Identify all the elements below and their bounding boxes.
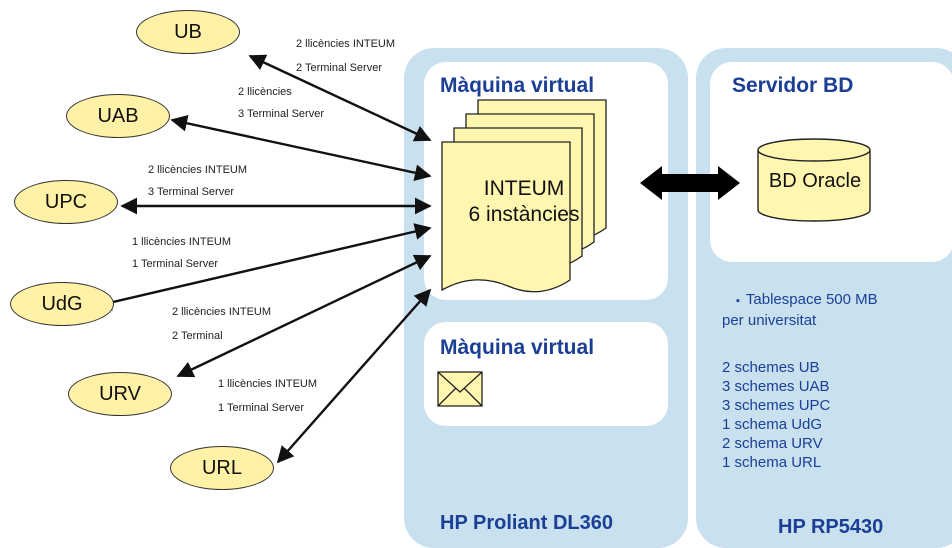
urv-licenses: 2 llicències INTEUM bbox=[172, 306, 272, 318]
db-link-arrow bbox=[640, 166, 740, 200]
urv-terminal: 2 Terminal bbox=[172, 330, 223, 342]
node-udg: UdG bbox=[10, 282, 114, 326]
scheme-item: 2 schema URV bbox=[722, 435, 823, 452]
inteum-title: INTEUM bbox=[483, 177, 565, 200]
udg-terminal: 1 Terminal Server bbox=[132, 258, 218, 270]
upc-terminal: 3 Terminal Server bbox=[148, 186, 234, 198]
node-uab: UAB bbox=[66, 94, 170, 138]
ub-terminal: 2 Terminal Server bbox=[296, 62, 382, 74]
node-upc: UPC bbox=[14, 180, 118, 224]
bullet: ▪ bbox=[736, 295, 740, 307]
per-university-text: per universitat bbox=[722, 312, 817, 329]
node-url: URL bbox=[170, 446, 274, 490]
db-host-footer: HP RP5430 bbox=[778, 516, 884, 538]
upc-licenses: 2 llicències INTEUM bbox=[148, 164, 248, 176]
vm-host-footer: HP Proliant DL360 bbox=[440, 512, 614, 534]
document-stack-icon bbox=[441, 99, 607, 293]
node-ub: UB bbox=[136, 10, 240, 54]
db-notes: ▪ Tablespace 500 MB per universitat bbox=[722, 290, 878, 330]
ub-licenses: 2 llicències INTEUM bbox=[296, 38, 396, 50]
scheme-item: 2 schemes UB bbox=[722, 359, 820, 376]
uab-terminal: 3 Terminal Server bbox=[238, 108, 324, 120]
inteum-label: INTEUM 6 instàncies bbox=[452, 176, 596, 228]
arrow-uab bbox=[170, 114, 432, 182]
tablespace-note: ▪ Tablespace 500 MB bbox=[722, 290, 878, 311]
url-licenses: 1 llicències INTEUM bbox=[218, 378, 318, 390]
arrow-url bbox=[276, 288, 432, 464]
url-terminal: 1 Terminal Server bbox=[218, 402, 304, 414]
inteum-instances: 6 instàncies bbox=[468, 203, 580, 226]
scheme-item: 1 schema UdG bbox=[722, 416, 823, 433]
node-urv: URV bbox=[68, 372, 172, 416]
envelope-icon bbox=[437, 371, 483, 407]
udg-licenses: 1 llicències INTEUM bbox=[132, 236, 232, 248]
scheme-item: 3 schemes UAB bbox=[722, 378, 830, 395]
schemes-list: 2 schemes UB 3 schemes UAB 3 schemes UPC… bbox=[722, 358, 830, 472]
tablespace-text: Tablespace 500 MB bbox=[745, 291, 878, 308]
uab-licenses: 2 llicències bbox=[238, 86, 292, 98]
vm-title: Màquina virtual bbox=[440, 74, 595, 97]
vm2-title: Màquina virtual bbox=[440, 336, 595, 359]
db-oracle-label: BD Oracle bbox=[768, 170, 862, 192]
database-icon bbox=[757, 138, 871, 222]
db-title: Servidor BD bbox=[732, 74, 854, 97]
scheme-item: 3 schemes UPC bbox=[722, 397, 831, 414]
scheme-item: 1 schema URL bbox=[722, 454, 822, 471]
